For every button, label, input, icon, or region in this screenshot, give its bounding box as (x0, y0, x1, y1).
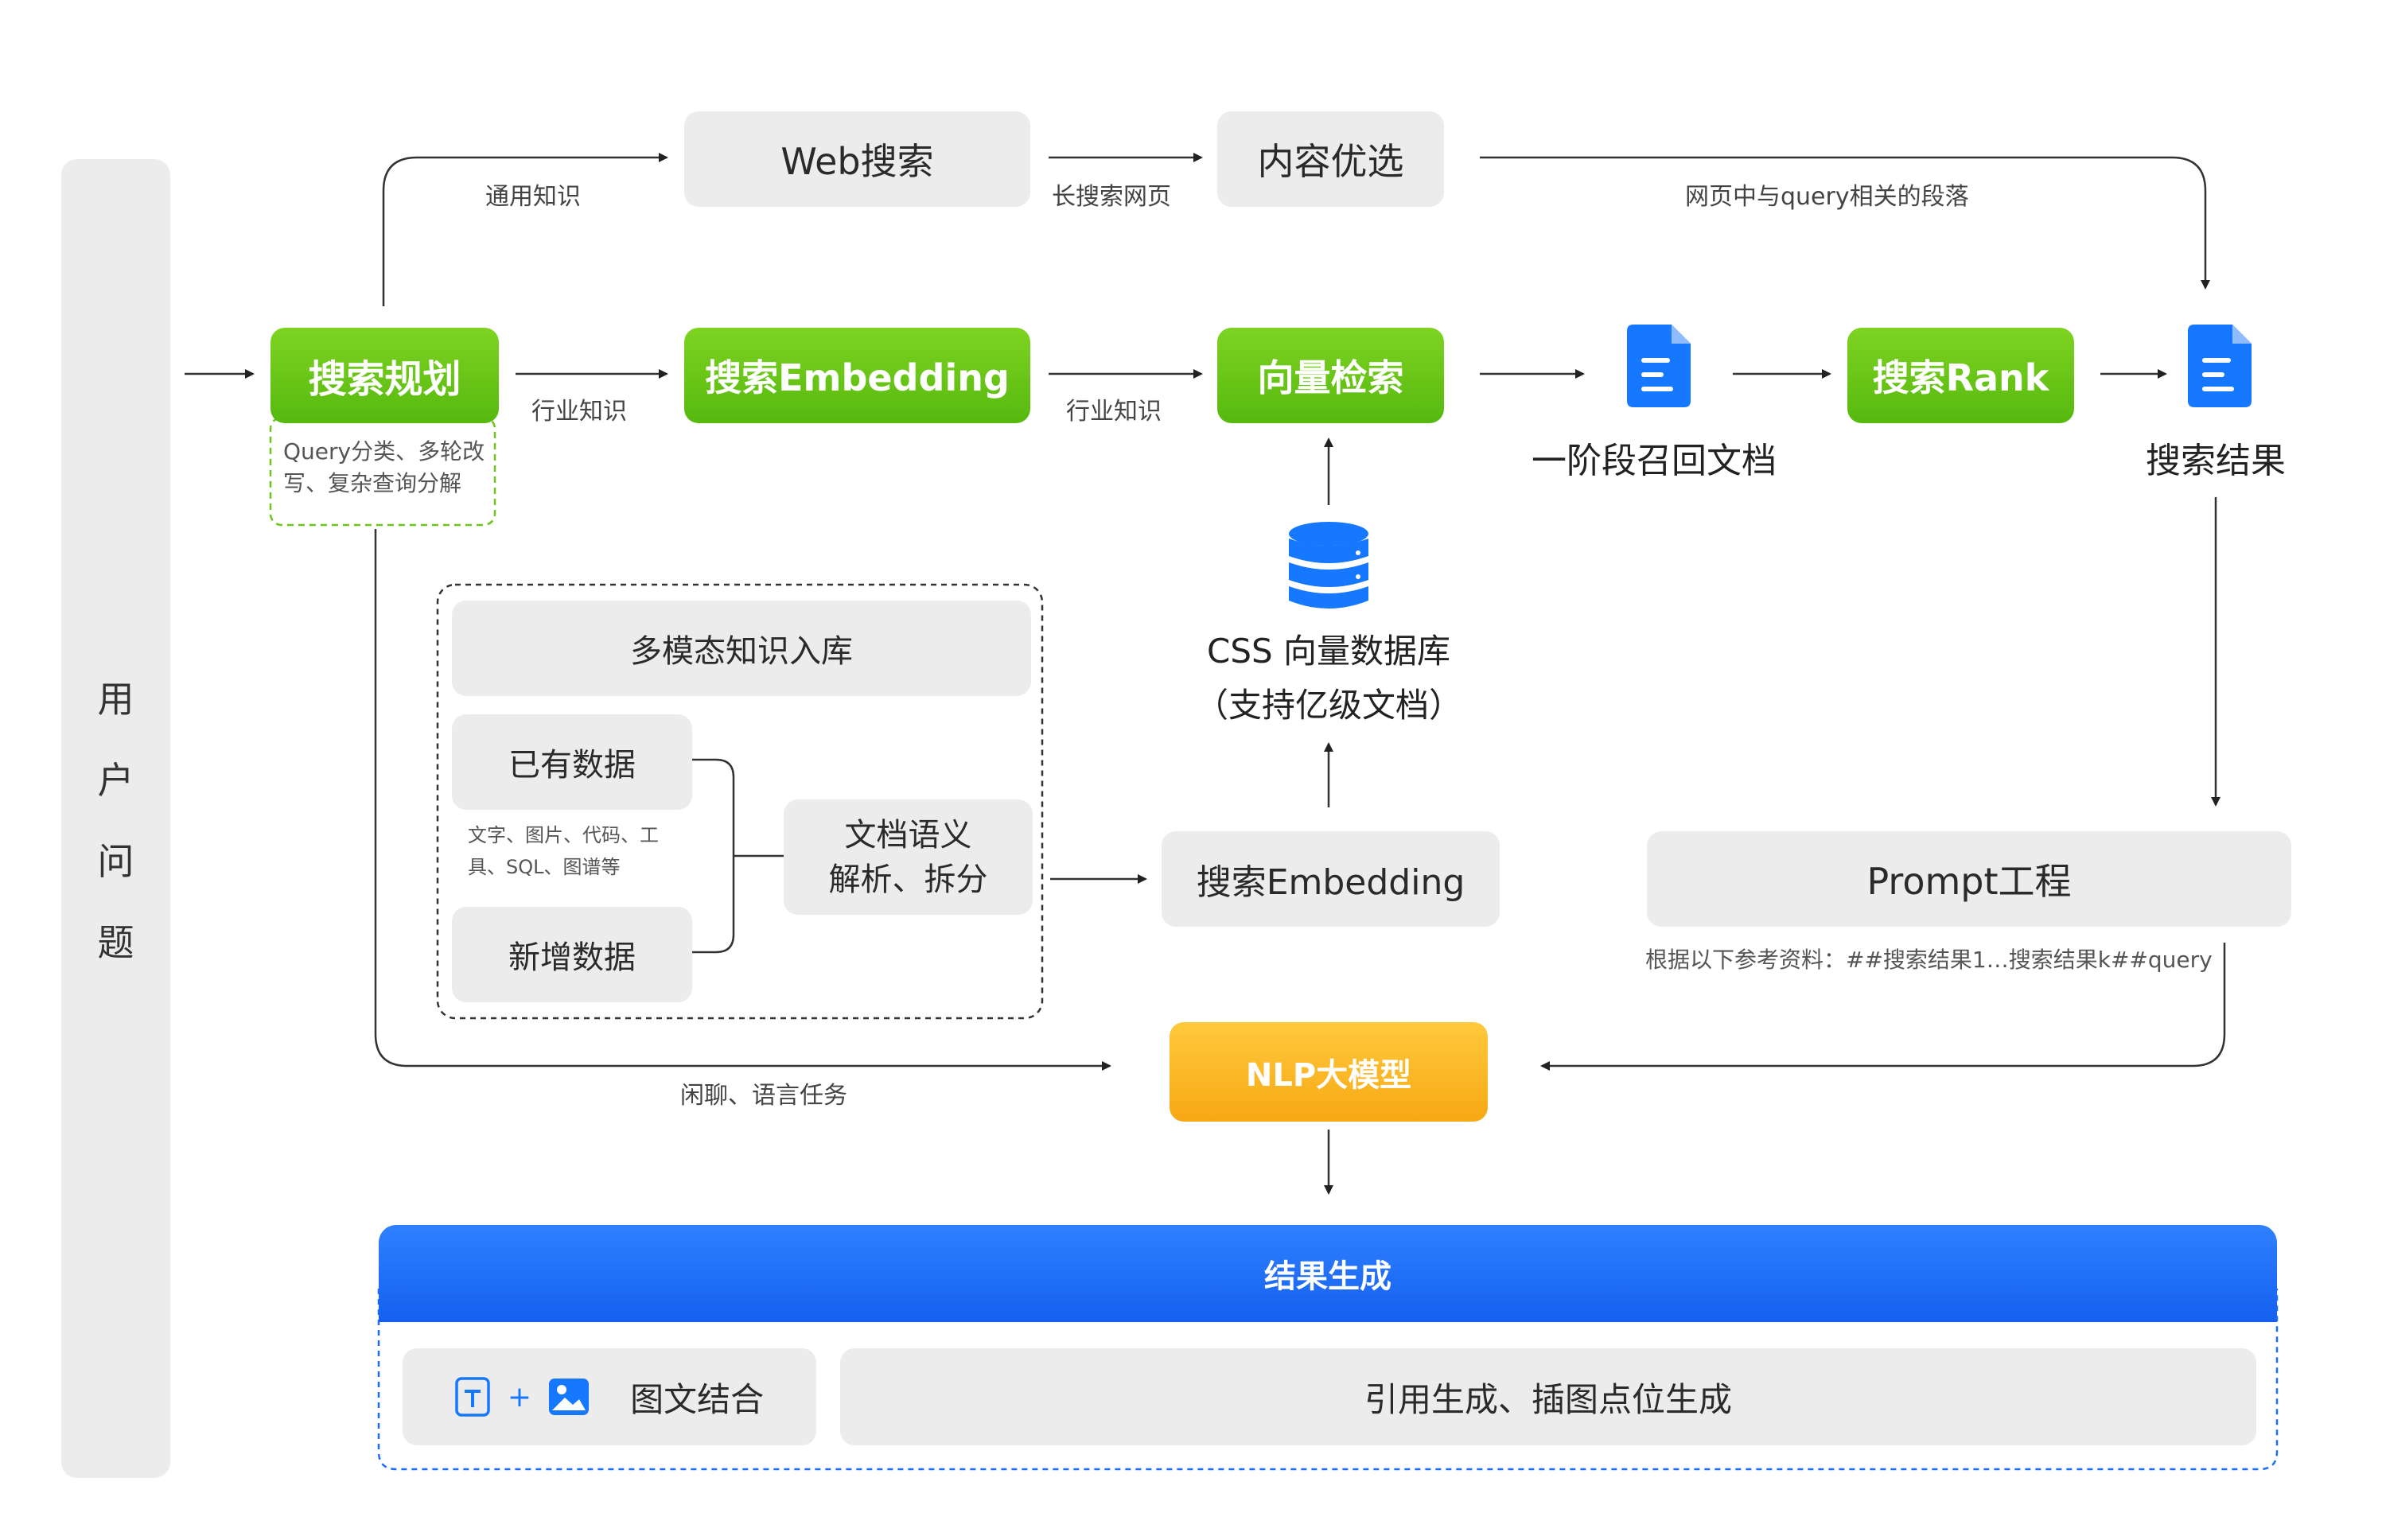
edge-label-query-paragraphs: 网页中与query相关的段落 (1685, 183, 1969, 211)
vector-retrieval-label: 向量检索 (1257, 356, 1404, 399)
search-planning-box: 搜索规划 (271, 328, 499, 423)
multimodal-ingest-label: 多模态知识入库 (630, 633, 853, 670)
citation-generation-label: 引用生成、插图点位生成 (1364, 1379, 1732, 1419)
css-db-line-2: （支持亿级文档） (1194, 686, 1462, 725)
edge-label-chitchat: 闲聊、语言任务 (680, 1082, 847, 1110)
user-question-char-2: 户 (97, 759, 134, 802)
doc-parse-box: 文档语义 解析、拆分 (784, 799, 1033, 915)
edge-label-general-knowledge: 通用知识 (485, 183, 581, 211)
nlp-model-box: NLP大模型 (1170, 1022, 1488, 1122)
web-search-label: Web搜索 (780, 140, 934, 183)
new-data-label: 新增数据 (508, 939, 636, 976)
image-text-label: 图文结合 (630, 1379, 765, 1419)
search-results-label: 搜索结果 (2146, 441, 2286, 481)
multimodal-ingest-box: 多模态知识入库 (452, 601, 1031, 696)
user-question-char-4: 题 (97, 921, 134, 964)
doc-parse-line-2: 解析、拆分 (828, 861, 988, 898)
image-text-box: + 图文结合 (403, 1348, 816, 1445)
nlp-model-label: NLP大模型 (1245, 1056, 1412, 1094)
css-db-label: CSS 向量数据库 （支持亿级文档） (1154, 624, 1504, 733)
search-rank-box: 搜索Rank (1847, 328, 2074, 423)
result-generation-bar: 结果生成 (379, 1225, 2277, 1322)
new-data-box: 新增数据 (452, 907, 692, 1002)
search-embedding-mid-label: 搜索Embedding (1196, 862, 1465, 903)
user-question-panel: 用 户 问 题 (61, 159, 170, 1478)
user-question-char-1: 用 (97, 678, 134, 721)
search-planning-label: 搜索规划 (308, 357, 461, 402)
search-embedding-top-box: 搜索Embedding (684, 328, 1030, 423)
existing-note-line-1: 文字、图片、代码、工 (468, 824, 659, 846)
search-embedding-mid-box: 搜索Embedding (1162, 831, 1500, 927)
citation-generation-box: 引用生成、插图点位生成 (840, 1348, 2256, 1445)
image-icon (549, 1379, 590, 1415)
content-select-label: 内容优选 (1257, 140, 1404, 183)
css-db-line-1: CSS 向量数据库 (1207, 632, 1450, 671)
existing-data-box: 已有数据 (452, 714, 692, 810)
planning-note-line-2: 写、复杂查询分解 (283, 470, 462, 496)
first-stage-docs-label: 一阶段召回文档 (1532, 441, 1777, 481)
result-generation-label: 结果生成 (1264, 1258, 1391, 1295)
user-question-char-3: 问 (97, 840, 134, 883)
search-embedding-top-label: 搜索Embedding (705, 356, 1010, 399)
edge-label-long-search-pages: 长搜索网页 (1052, 183, 1171, 211)
prompt-engineering-box: Prompt工程 (1647, 831, 2291, 927)
planning-note-line-1: Query分类、多轮改 (283, 438, 485, 465)
web-search-box: Web搜索 (684, 111, 1030, 207)
prompt-note: 根据以下参考资料：##搜索结果1…搜索结果k##query (1645, 947, 2213, 973)
vector-retrieval-box: 向量检索 (1217, 328, 1444, 423)
content-select-box: 内容优选 (1217, 111, 1444, 207)
existing-data-note: 文字、图片、代码、工 具、SQL、图谱等 (468, 819, 706, 883)
doc-parse-line-1: 文档语义 (844, 816, 972, 854)
document-icon (2188, 325, 2252, 407)
existing-note-line-2: 具、SQL、图谱等 (468, 856, 621, 878)
edge-label-industry-knowledge-2: 行业知识 (1066, 398, 1162, 426)
plus-icon: + (507, 1380, 532, 1414)
document-icon (1627, 325, 1691, 407)
text-doc-icon (455, 1377, 490, 1417)
existing-data-label: 已有数据 (508, 747, 636, 784)
prompt-engineering-label: Prompt工程 (1866, 860, 2072, 903)
database-icon (1289, 522, 1368, 609)
search-rank-label: 搜索Rank (1872, 356, 2049, 399)
planning-note: Query分类、多轮改 写、复杂查询分解 (283, 436, 490, 500)
edge-label-industry-knowledge-1: 行业知识 (531, 398, 627, 426)
